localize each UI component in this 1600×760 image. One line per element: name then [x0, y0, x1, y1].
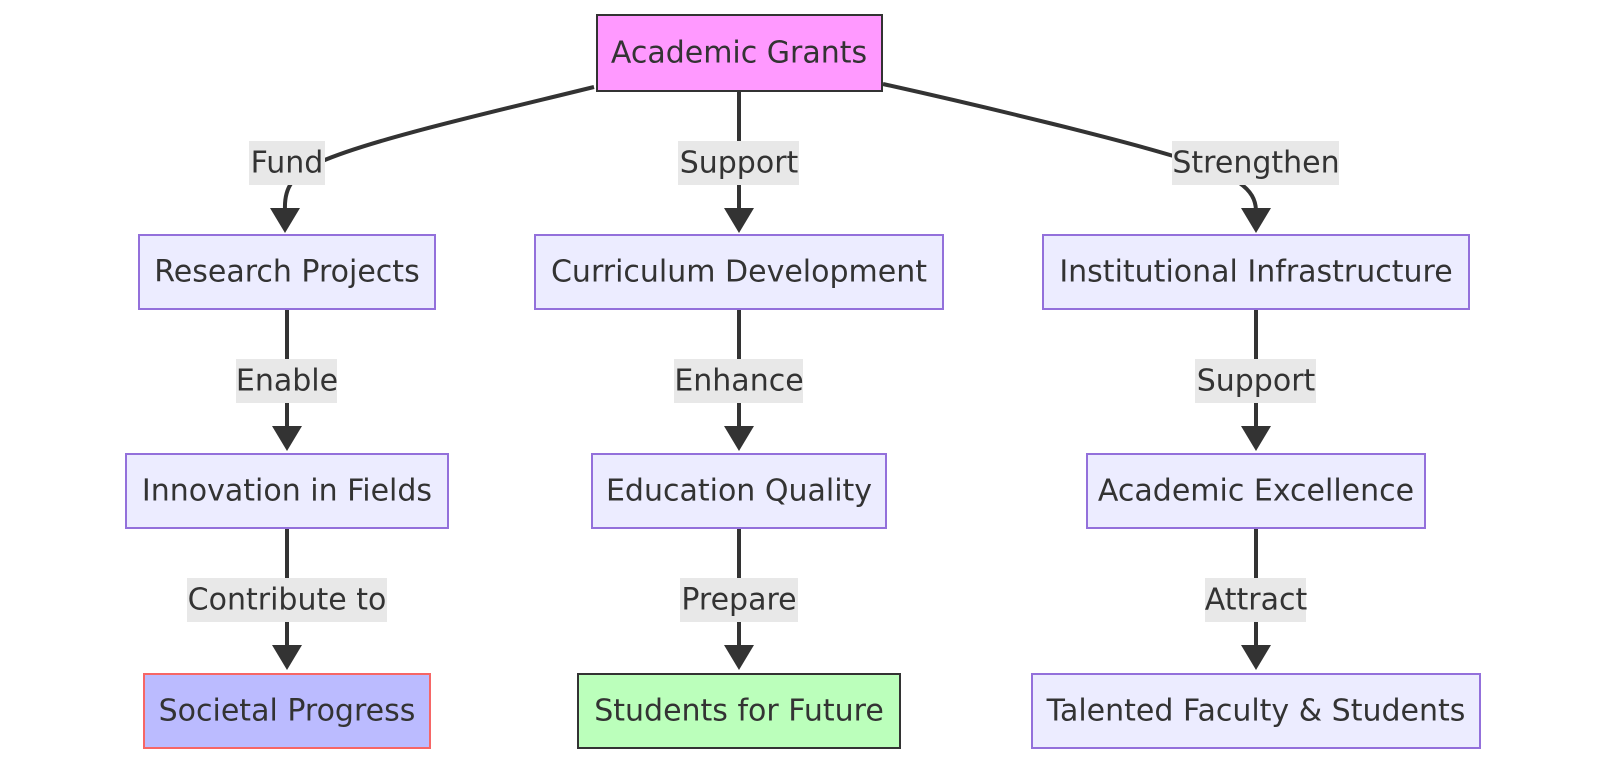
edge-label-bg-support-excellence	[1195, 359, 1316, 403]
node-education-quality[interactable]: Education Quality	[591, 453, 887, 529]
edge-label-support-curriculum: Support	[680, 146, 799, 181]
edge-label-contribute: Contribute to	[188, 583, 387, 618]
nodes: Academic Grants Research Projects Curric…	[125, 14, 1481, 749]
arrowhead-fund	[270, 208, 300, 233]
edge-label-attract: Attract	[1205, 583, 1308, 618]
edge-label-bg-enable	[236, 359, 337, 403]
arrowhead-enhance	[724, 426, 754, 451]
node-institutional-infrastructure-label: Institutional Infrastructure	[1059, 255, 1452, 290]
arrowhead-contribute	[272, 645, 302, 670]
edge-label-enable: Enable	[236, 364, 338, 399]
node-academic-grants-label: Academic Grants	[611, 36, 867, 71]
node-innovation-in-fields[interactable]: Innovation in Fields	[125, 453, 449, 529]
node-research-projects[interactable]: Research Projects	[138, 234, 436, 310]
node-institutional-infrastructure[interactable]: Institutional Infrastructure	[1042, 234, 1470, 310]
edge-labels: Fund Support Strengthen Enable Enhance S…	[187, 141, 1340, 622]
arrowhead-support-excellence	[1241, 426, 1271, 451]
node-academic-excellence-label: Academic Excellence	[1098, 474, 1414, 509]
edge-label-bg-support-curriculum	[678, 141, 799, 185]
edge-label-bg-attract	[1205, 578, 1306, 622]
node-societal-progress-label: Societal Progress	[159, 694, 416, 729]
arrowhead-strengthen	[1241, 208, 1271, 233]
node-students-for-future[interactable]: Students for Future	[577, 673, 901, 749]
node-academic-excellence[interactable]: Academic Excellence	[1086, 453, 1426, 529]
edge-strengthen	[882, 82, 1258, 211]
edge-label-bg-prepare	[680, 578, 798, 622]
edge-label-bg-fund	[249, 141, 325, 185]
edge-label-bg-strengthen	[1172, 141, 1339, 185]
edge-label-bg-contribute	[187, 578, 387, 622]
node-talented-faculty-students[interactable]: Talented Faculty & Students	[1031, 673, 1481, 749]
edge-label-bg-enhance	[674, 359, 803, 403]
arrowhead-support-curriculum	[724, 208, 754, 233]
node-curriculum-development[interactable]: Curriculum Development	[534, 234, 944, 310]
node-students-for-future-label: Students for Future	[594, 694, 884, 729]
edge-label-support-excellence: Support	[1197, 364, 1316, 399]
edge-label-strengthen: Strengthen	[1172, 146, 1339, 181]
node-curriculum-development-label: Curriculum Development	[551, 255, 927, 290]
arrowhead-prepare	[724, 645, 754, 670]
edge-label-prepare: Prepare	[681, 583, 796, 618]
arrowhead-enable	[272, 426, 302, 451]
node-research-projects-label: Research Projects	[154, 255, 419, 290]
arrowhead-attract	[1241, 645, 1271, 670]
edge-fund	[282, 85, 595, 211]
node-innovation-in-fields-label: Innovation in Fields	[142, 474, 432, 509]
node-education-quality-label: Education Quality	[606, 474, 872, 509]
node-talented-faculty-students-label: Talented Faculty & Students	[1046, 694, 1466, 729]
node-societal-progress[interactable]: Societal Progress	[143, 673, 431, 749]
node-academic-grants[interactable]: Academic Grants	[596, 14, 883, 92]
edge-label-enhance: Enhance	[674, 364, 803, 399]
edge-label-fund: Fund	[251, 146, 324, 181]
